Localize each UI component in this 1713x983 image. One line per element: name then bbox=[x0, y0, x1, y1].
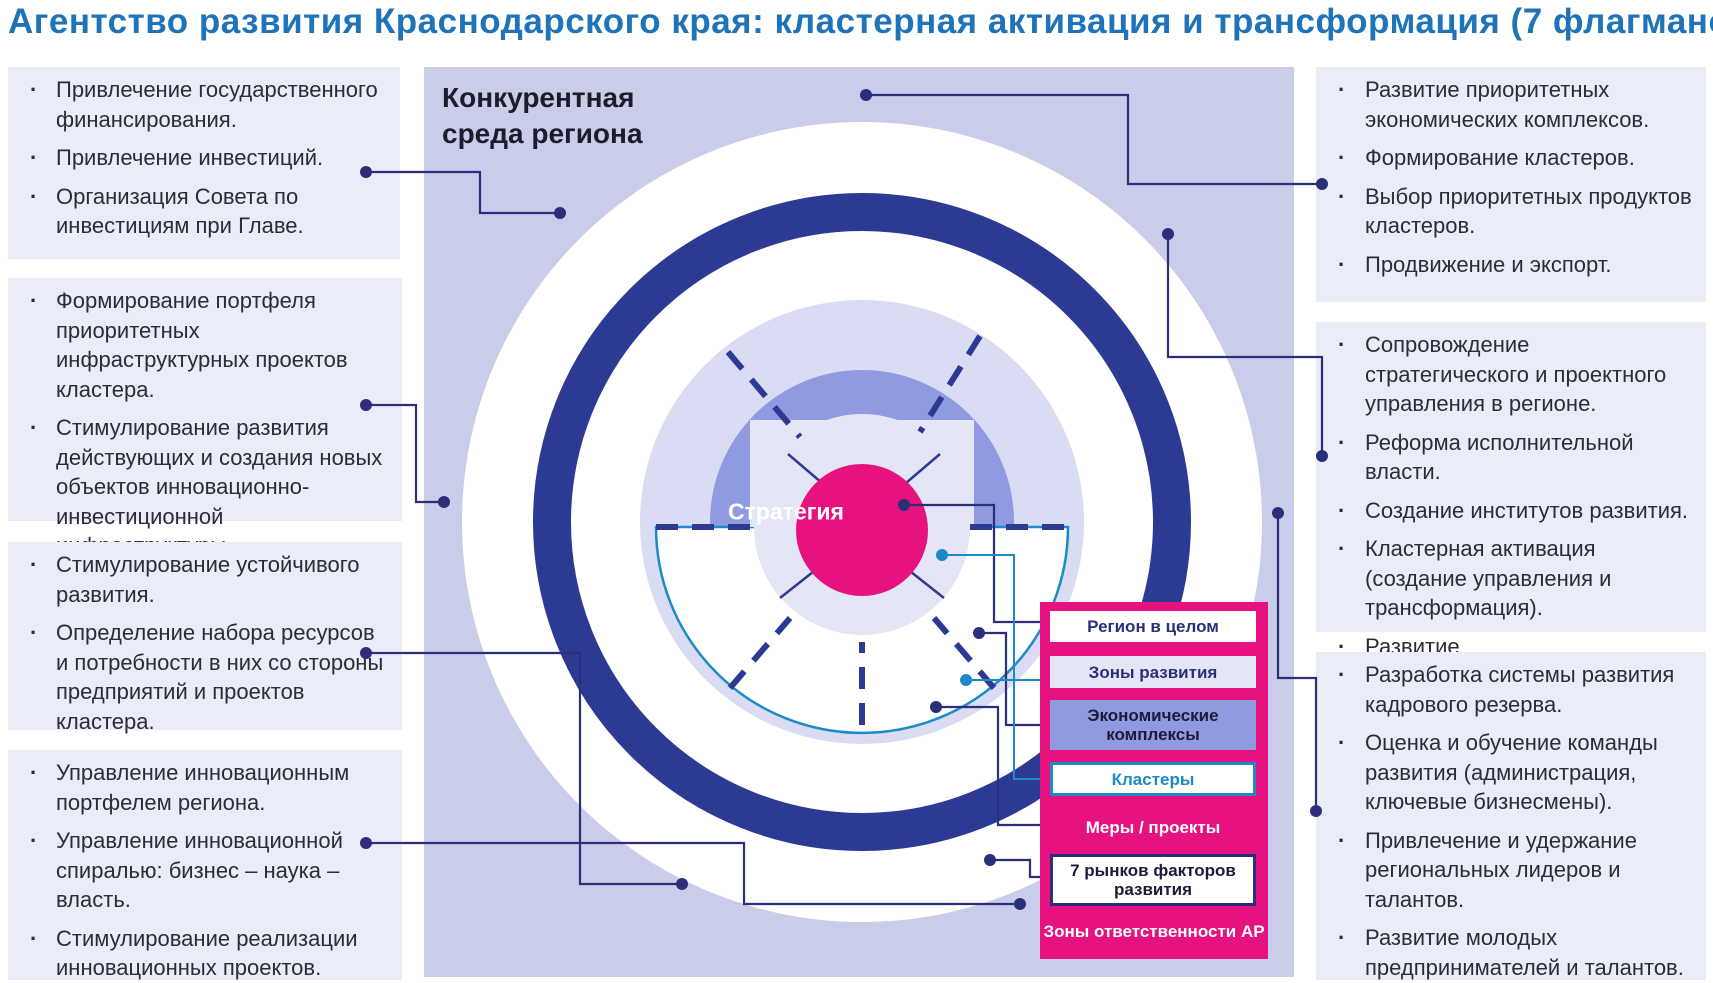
zones-caption: Зоны ответственности АР bbox=[1043, 922, 1265, 941]
strategy-label: Стратегия bbox=[728, 498, 844, 525]
list-item: Привлечение государственного финансирова… bbox=[30, 75, 386, 134]
spokes bbox=[779, 453, 945, 599]
divider-line bbox=[917, 334, 983, 434]
list-item: Формирование кластеров. bbox=[1338, 143, 1692, 173]
divider-line bbox=[931, 616, 997, 690]
zone-seven-markets: 7 рынков факторов развития bbox=[1050, 854, 1256, 906]
list-item: Создание институтов развития. bbox=[1338, 496, 1692, 526]
connector-line bbox=[866, 93, 1322, 186]
connector-line bbox=[366, 170, 560, 215]
connector-dot bbox=[973, 627, 985, 639]
list-item: Привлечение и удержание региональных лид… bbox=[1338, 826, 1692, 915]
zone-development-zones: Зоны развития bbox=[1050, 656, 1256, 688]
connector-line bbox=[366, 651, 682, 886]
connector-dot bbox=[1014, 898, 1026, 910]
connector-dot bbox=[438, 496, 450, 508]
zone-region: Регион в целом bbox=[1050, 611, 1256, 642]
connector-dot bbox=[898, 499, 910, 511]
list-item: Управление инновационным портфелем регио… bbox=[30, 758, 388, 817]
right-panel-talent: Разработка системы развития кадрового ре… bbox=[1316, 652, 1706, 980]
zone-economic-complexes: Экономические комплексы bbox=[1050, 700, 1256, 750]
connector-dot bbox=[554, 207, 566, 219]
list-item: Реформа исполнительной власти. bbox=[1338, 428, 1692, 487]
list-item: Привлечение инвестиций. bbox=[30, 143, 386, 173]
list-item: Развитие приоритетных экономических комп… bbox=[1338, 75, 1692, 134]
connector-dot bbox=[960, 674, 972, 686]
connector-line bbox=[1166, 234, 1324, 456]
left-panel-resources: Стимулирование устойчивого развития. Опр… bbox=[8, 542, 402, 734]
connector-lines bbox=[366, 93, 1324, 906]
connector-line bbox=[942, 554, 1050, 780]
connector-dot bbox=[1316, 450, 1328, 462]
dashed-dividers bbox=[656, 334, 1068, 725]
zone-measures-projects: Меры / проекты bbox=[1085, 817, 1221, 837]
connector-dot bbox=[930, 701, 942, 713]
list-item: Управление инновационной спиралью: бизне… bbox=[30, 826, 388, 915]
connector-dot bbox=[984, 854, 996, 866]
spoke-line bbox=[787, 453, 823, 484]
connector-dot bbox=[360, 166, 372, 178]
page-title: Агентство развития Краснодарского края: … bbox=[8, 2, 1713, 41]
list-item: Продвижение и экспорт. bbox=[1338, 250, 1692, 280]
connector-dot bbox=[1316, 178, 1328, 190]
environment-label: Конкурентная среда региона bbox=[442, 82, 643, 149]
connector-dot bbox=[676, 878, 688, 890]
connector-dot bbox=[360, 399, 372, 411]
divider-line bbox=[725, 350, 803, 439]
list-item: Организация Совета по инвестициям при Гл… bbox=[30, 182, 386, 241]
accent-connector-dots bbox=[936, 549, 972, 686]
connector-dot bbox=[360, 647, 372, 659]
spoke-line bbox=[779, 567, 819, 599]
right-panel-economy: Развитие приоритетных экономических комп… bbox=[1316, 67, 1706, 302]
connector-line bbox=[904, 503, 1050, 624]
connector-dot bbox=[936, 549, 948, 561]
list-item: Оценка и обучение команды развития (адми… bbox=[1338, 728, 1692, 817]
list-item: Сопровождение стратегического и проектно… bbox=[1338, 330, 1692, 419]
list-item: Стимулирование реализации инновационных … bbox=[30, 924, 388, 983]
list-item: Формирование портфеля приоритетных инфра… bbox=[30, 286, 388, 404]
list-item: Стимулирование устойчивого развития. bbox=[30, 550, 388, 609]
connector-line bbox=[366, 403, 444, 504]
list-item: Кластерная активация (создание управлени… bbox=[1338, 534, 1692, 623]
connector-dot bbox=[1310, 805, 1322, 817]
connector-dot bbox=[860, 89, 872, 101]
list-item: Выбор приоритетных продуктов кластеров. bbox=[1338, 182, 1692, 241]
zone-clusters: Кластеры bbox=[1050, 762, 1256, 796]
accent-connector-lines bbox=[942, 554, 1050, 780]
list-item: Развитие молодых предпринимателей и тала… bbox=[1338, 923, 1692, 982]
strategy-core bbox=[796, 464, 928, 596]
connector-line bbox=[1276, 513, 1318, 811]
navy-ring bbox=[533, 193, 1191, 851]
connector-dots bbox=[360, 89, 1328, 910]
divider-line bbox=[727, 616, 793, 690]
spoke-line bbox=[905, 567, 945, 599]
left-panel-infrastructure: Формирование портфеля приоритетных инфра… bbox=[8, 278, 402, 558]
connector-dot bbox=[1272, 507, 1284, 519]
responsibility-zones-box: Регион в целом Зоны развития Экономическ… bbox=[1040, 602, 1268, 959]
list-item: Разработка системы развития кадрового ре… bbox=[1338, 660, 1692, 719]
connector-line bbox=[936, 705, 1050, 827]
left-panel-innovation: Управление инновационным портфелем регио… bbox=[8, 750, 402, 980]
connector-dot bbox=[360, 837, 372, 849]
list-item: Определение набора ресурсов и потребност… bbox=[30, 618, 388, 736]
spoke-line bbox=[905, 453, 941, 484]
connector-line bbox=[366, 841, 1020, 906]
left-panel-finance: Привлечение государственного финансирова… bbox=[8, 67, 400, 259]
connector-dot bbox=[1162, 228, 1174, 240]
